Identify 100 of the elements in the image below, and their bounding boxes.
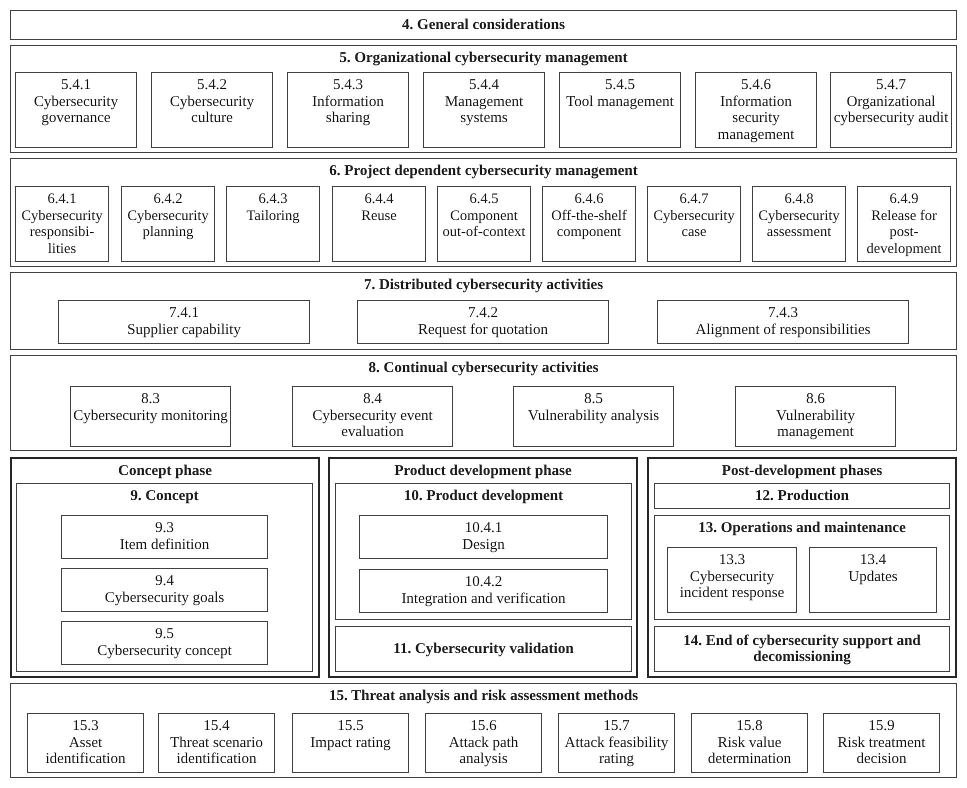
clause-number: 6.4.3 <box>258 191 288 208</box>
clause-title: Organizational cybersecurity audit <box>832 94 950 126</box>
clause-number: 15.8 <box>735 718 764 734</box>
section-box <box>654 626 950 672</box>
clause-box <box>61 568 268 612</box>
section-heading: 8. Continual cybersecurity activities <box>368 360 600 376</box>
clause-box <box>691 713 808 773</box>
clause-box <box>332 186 426 262</box>
clause-title: Updates <box>847 568 899 585</box>
clause-title: Design <box>461 536 506 553</box>
clause-box <box>425 713 542 773</box>
clause-title: Cybersecurity planning <box>126 208 210 240</box>
clause-title: Cybersecurity assessment <box>757 208 841 240</box>
section-box <box>10 10 957 40</box>
clause-box <box>70 386 231 447</box>
clause-box <box>287 72 409 148</box>
clause-title: Request for quotation <box>417 322 549 338</box>
clause-title: Tool management <box>565 94 675 110</box>
phase-panel <box>10 457 320 678</box>
clause-title: Cybersecurity culture <box>168 94 256 126</box>
clause-box <box>292 713 409 773</box>
clause-number: 9.4 <box>154 573 175 590</box>
section-panel <box>10 683 957 778</box>
clause-box <box>437 186 531 262</box>
clause-title: Impact rating <box>309 734 392 751</box>
section-heading: 13. Operations and maintenance <box>697 520 907 536</box>
clause-box <box>15 72 137 148</box>
clause-number: 6.4.2 <box>152 191 184 208</box>
clause-title: Risk treatment decision <box>836 734 926 768</box>
clause-title: Cybersecurity monitoring <box>72 408 229 424</box>
clause-title: Reuse <box>360 208 398 224</box>
clause-title: Cybersecurity goals <box>104 590 226 606</box>
section-heading: 6. Project dependent cybersecurity management <box>328 163 639 180</box>
clause-number: 10.4.1 <box>464 520 504 536</box>
clause-title: Component out-of-context <box>442 208 526 240</box>
section-heading: 4. General considerations <box>401 16 566 34</box>
section-heading: 11. Cybersecurity validation <box>392 640 575 658</box>
phase-panel <box>647 457 957 678</box>
clause-title: Risk value determination <box>706 734 792 768</box>
clause-number: 8.6 <box>805 391 826 408</box>
clause-title: Cybersecurity event evaluation <box>311 408 434 440</box>
section-heading: Concept phase <box>117 463 213 480</box>
clause-number: 5.4.3 <box>332 77 364 94</box>
section-heading: 9. Concept <box>129 488 200 504</box>
section-panel <box>10 355 957 451</box>
section-heading: 5. Organizational cybersecurity management <box>338 50 629 66</box>
clause-title: Tailoring <box>246 208 300 224</box>
section-heading: 10. Product development <box>402 488 564 504</box>
section-panel <box>10 158 957 267</box>
clause-number: 13.3 <box>718 552 746 568</box>
clause-box <box>58 300 310 344</box>
clause-title: Off-the-shelf component <box>550 208 628 240</box>
clause-box <box>121 186 215 262</box>
clause-box <box>359 569 608 613</box>
clause-number: 5.4.6 <box>740 77 772 94</box>
clause-number: 6.4.4 <box>364 191 394 208</box>
clause-number: 8.5 <box>583 391 604 408</box>
clause-box <box>558 713 675 773</box>
clause-number: 6.4.8 <box>784 191 814 208</box>
clause-title: Threat scenario identification <box>169 734 264 768</box>
clause-title: Cybersecurity governance <box>32 94 120 126</box>
clause-number: 6.4.6 <box>574 191 604 208</box>
clause-box <box>357 300 609 344</box>
clause-title: Management systems <box>444 94 524 126</box>
clause-number: 6.4.5 <box>468 191 500 208</box>
clause-box <box>809 547 937 613</box>
clause-title: Cybersecurity responsibi-lities <box>20 208 104 257</box>
clause-box <box>823 713 940 773</box>
clause-box <box>830 72 952 148</box>
clause-box <box>15 186 109 262</box>
clause-box <box>226 186 320 262</box>
section-panel <box>10 45 957 153</box>
section-heading: 14. End of cybersecurity support and decomissioning <box>682 632 922 666</box>
clause-number: 5.4.4 <box>468 77 500 94</box>
clause-title: Alignment of responsibilities <box>694 322 872 338</box>
clause-box <box>359 515 608 559</box>
section-heading: Product development phase <box>393 463 573 480</box>
clause-number: 5.4.5 <box>604 77 636 94</box>
clause-box <box>559 72 681 148</box>
clause-number: 5.4.2 <box>196 77 228 94</box>
clause-number: 6.4.1 <box>46 191 78 208</box>
clause-box <box>752 186 846 262</box>
clause-title: Vulnerability analysis <box>526 408 660 424</box>
section-heading: 15. Threat analysis and risk assessment methods <box>328 688 640 704</box>
clause-number: 10.4.2 <box>464 574 504 590</box>
clause-number: 8.3 <box>140 391 161 408</box>
clause-title: Attack feasibility rating <box>564 734 670 768</box>
clause-number: 6.4.9 <box>888 191 920 208</box>
section-panel <box>654 515 950 620</box>
clause-number: 15.5 <box>336 718 365 734</box>
clause-box <box>857 186 951 262</box>
clause-title: Attack path analysis <box>448 734 520 768</box>
clause-box <box>151 72 273 148</box>
section-heading: 12. Production <box>754 488 850 504</box>
clause-number: 8.4 <box>362 391 383 408</box>
clause-number: 13.4 <box>858 552 888 568</box>
clause-box <box>647 186 741 262</box>
clause-box <box>542 186 636 262</box>
clause-number: 15.9 <box>867 718 896 734</box>
clause-box <box>158 713 275 773</box>
